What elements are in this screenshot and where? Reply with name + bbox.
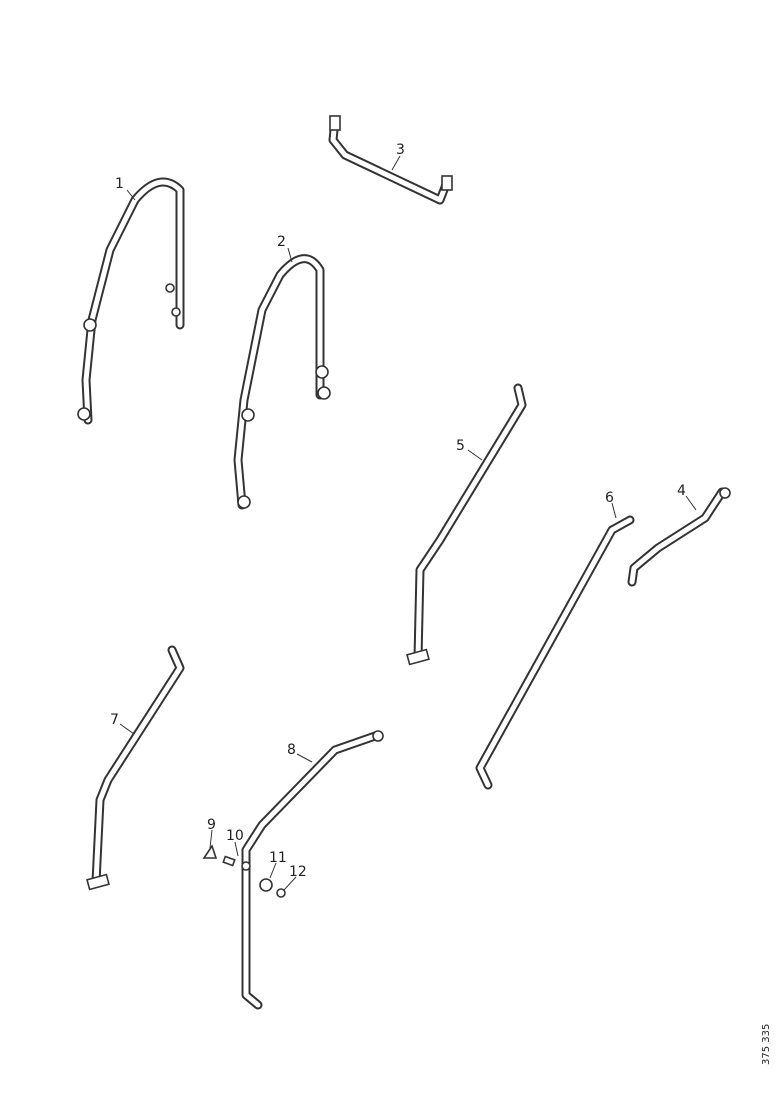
label-part-2: 2 [277, 234, 286, 250]
leader-lines [119, 155, 697, 891]
label-part-10: 10 [226, 828, 244, 844]
label-part-11: 11 [269, 850, 287, 866]
part-2-hook-pipe [233, 254, 331, 510]
document-number: 375 335 [761, 1024, 772, 1065]
part-7-pipe [86, 645, 185, 891]
label-part-12: 12 [289, 864, 307, 880]
label-part-5: 5 [456, 438, 465, 454]
part-1-hook-pipe [77, 177, 185, 425]
label-part-7: 7 [110, 712, 119, 728]
part-9-fitting [202, 844, 218, 859]
label-part-6: 6 [605, 490, 614, 506]
label-part-9: 9 [207, 817, 216, 833]
part-10-fitting [222, 855, 251, 871]
label-part-1: 1 [115, 176, 124, 192]
part-8-pipe [241, 730, 384, 1010]
label-part-3: 3 [396, 142, 405, 158]
part-4-pipe [627, 487, 731, 587]
label-part-4: 4 [677, 483, 686, 499]
part-3-bracket-bar [328, 115, 453, 205]
part-11-fitting [259, 878, 273, 892]
part-6-pipe [475, 515, 635, 790]
label-part-8: 8 [287, 742, 296, 758]
part-12-fitting [276, 888, 286, 898]
part-5-pipe [406, 383, 527, 666]
